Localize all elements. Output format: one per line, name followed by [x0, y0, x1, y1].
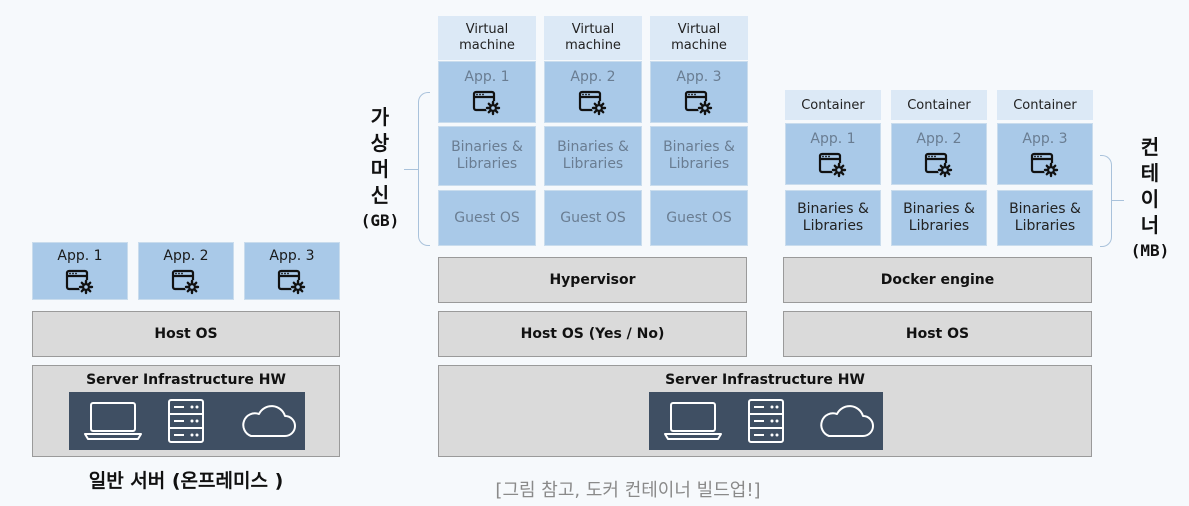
app-window-gear-icon [924, 152, 954, 178]
vm-header-2: Virtual machine [544, 16, 642, 60]
vm-bins-2: Binaries & Libraries [544, 126, 642, 186]
bins-label: Binaries & Libraries [557, 139, 629, 172]
bins-label: Binaries & Libraries [663, 139, 735, 172]
left-caption: 일반 서버 (온프레미스 ) [88, 470, 284, 492]
side-char: 이 [1140, 187, 1160, 211]
cloud-icon [237, 402, 297, 440]
ct-app-1: App. 1 [785, 123, 881, 185]
app-label: App. 2 [163, 247, 209, 264]
docker-engine: Docker engine [783, 257, 1092, 303]
app-label: App. 3 [269, 247, 315, 264]
guest-os-label: Guest OS [666, 209, 732, 226]
host-os-label: Host OS [905, 325, 970, 342]
vm-bins-3: Binaries & Libraries [650, 126, 748, 186]
app-window-gear-icon [578, 90, 608, 116]
vm-header-label: Virtual machine [671, 22, 727, 53]
host-os-label: Host OS [154, 325, 218, 342]
guest-os-label: Guest OS [454, 209, 520, 226]
side-unit: (MB) [1130, 241, 1170, 260]
vm-header-label: Virtual machine [565, 22, 621, 53]
side-char: 머 [370, 157, 390, 181]
vm-app-1: App. 1 [438, 61, 536, 123]
docker-engine-label: Docker engine [880, 271, 995, 288]
hw-icon-bar [649, 392, 883, 450]
container-header-label: Container [1013, 97, 1077, 113]
ct-app-3: App. 3 [997, 123, 1093, 185]
bins-label: Binaries & Libraries [903, 201, 975, 234]
vm-guest-os-1: Guest OS [438, 190, 536, 246]
vm-guest-os-3: Guest OS [650, 190, 748, 246]
ct-bracket [1100, 155, 1112, 247]
server-icon [167, 398, 205, 444]
app-window-gear-icon [472, 90, 502, 116]
app-label: App. 3 [676, 68, 722, 85]
ct-side-label: 컨 테 이 너 (MB) [1124, 134, 1176, 264]
app-window-gear-icon [684, 90, 714, 116]
vm-header-label: Virtual machine [459, 22, 515, 53]
app-label: App. 2 [570, 68, 616, 85]
server-icon [747, 398, 785, 444]
app-label: App. 1 [57, 247, 103, 264]
left-hw: Server Infrastructure HW [32, 365, 340, 457]
app-window-gear-icon [1030, 152, 1060, 178]
ct-bins-1: Binaries & Libraries [785, 190, 881, 246]
app-label: App. 3 [1022, 130, 1068, 147]
bins-label: Binaries & Libraries [451, 139, 523, 172]
ct-host-os: Host OS [783, 311, 1092, 357]
vm-host-os: Host OS (Yes / No) [438, 311, 747, 357]
side-char: 상 [370, 131, 390, 155]
side-unit: (GB) [360, 211, 400, 230]
hw-icon-bar [69, 392, 305, 450]
ct-header-1: Container [785, 90, 881, 120]
ct-header-2: Container [891, 90, 987, 120]
app-label: App. 1 [810, 130, 856, 147]
laptop-icon [663, 400, 723, 442]
app-label: App. 1 [464, 68, 510, 85]
side-char: 컨 [1140, 135, 1160, 159]
ct-app-2: App. 2 [891, 123, 987, 185]
hw-label: Server Infrastructure HW [86, 372, 286, 388]
hypervisor: Hypervisor [438, 257, 747, 303]
side-char: 테 [1140, 161, 1160, 185]
vm-app-3: App. 3 [650, 61, 748, 123]
vm-bins-1: Binaries & Libraries [438, 126, 536, 186]
hw-label: Server Infrastructure HW [665, 372, 865, 388]
ct-bins-2: Binaries & Libraries [891, 190, 987, 246]
hypervisor-label: Hypervisor [549, 271, 636, 288]
app-window-gear-icon [65, 269, 95, 295]
vm-header-3: Virtual machine [650, 16, 748, 60]
bins-label: Binaries & Libraries [797, 201, 869, 234]
ct-bracket-tick [1112, 200, 1124, 201]
vm-header-1: Virtual machine [438, 16, 536, 60]
left-host-os: Host OS [32, 311, 340, 357]
bins-label: Binaries & Libraries [1009, 201, 1081, 234]
side-char: 신 [370, 183, 390, 207]
container-header-label: Container [801, 97, 865, 113]
host-os-label: Host OS (Yes / No) [520, 325, 665, 342]
figure-caption: [그림 참고, 도커 컨테이너 빌드업!] [495, 480, 761, 501]
cloud-icon [815, 402, 875, 440]
vm-guest-os-2: Guest OS [544, 190, 642, 246]
vm-bracket-tick [404, 169, 418, 170]
app-window-gear-icon [171, 269, 201, 295]
vm-app-2: App. 2 [544, 61, 642, 123]
ct-bins-3: Binaries & Libraries [997, 190, 1093, 246]
vm-hw: Server Infrastructure HW [438, 365, 1092, 457]
side-char: 가 [370, 105, 390, 129]
guest-os-label: Guest OS [560, 209, 626, 226]
app-label: App. 2 [916, 130, 962, 147]
app-window-gear-icon [818, 152, 848, 178]
vm-side-label: 가 상 머 신 (GB) [358, 104, 402, 234]
container-header-label: Container [907, 97, 971, 113]
ct-header-3: Container [997, 90, 1093, 120]
left-app-2: App. 2 [138, 242, 234, 300]
laptop-icon [83, 400, 143, 442]
left-app-1: App. 1 [32, 242, 128, 300]
side-char: 너 [1140, 213, 1160, 237]
vm-bracket [418, 92, 430, 246]
app-window-gear-icon [277, 269, 307, 295]
left-app-3: App. 3 [244, 242, 340, 300]
